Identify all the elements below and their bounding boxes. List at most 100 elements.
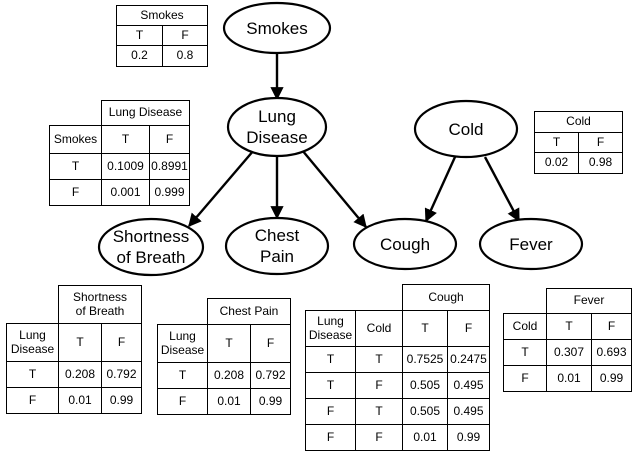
node-smokes[interactable]: Smokes: [222, 1, 332, 55]
node-label: Cough: [380, 235, 430, 254]
cpt-value: 0.999: [149, 179, 190, 206]
cpt-col-header: T: [402, 310, 448, 347]
cpt-shortness-of-breath: Shortness of Breath Lung Disease T F T 0…: [6, 285, 142, 414]
cpt-value: 0.495: [447, 398, 490, 425]
cpt-parent-value: T: [503, 339, 547, 366]
cpt-value: 0.208: [58, 361, 102, 388]
cpt-col-header: T: [546, 313, 592, 340]
cpt-parent-value: T: [49, 153, 102, 180]
cpt-parent-value: F: [305, 424, 356, 451]
node-chest-pain[interactable]: Chest Pain: [224, 216, 330, 276]
edge-cold-fever: [483, 156, 521, 223]
cpt-col-header: T: [207, 324, 251, 363]
cpt-header: Fever: [546, 288, 632, 314]
cpt-parent-header: Smokes: [49, 125, 102, 154]
node-cold[interactable]: Cold: [413, 99, 519, 159]
cpt-col-header: T: [534, 132, 579, 153]
cpt-col-header: F: [591, 313, 632, 340]
cpt-cold: Cold T F 0.02 0.98: [534, 111, 623, 174]
cpt-col-header: F: [578, 132, 623, 153]
cpt-header: Cough: [402, 284, 490, 311]
cpt-parent-value: T: [305, 346, 356, 373]
cpt-value: 0.001: [101, 179, 150, 206]
cpt-parent-header: Lung Disease: [6, 323, 59, 362]
node-label: Fever: [509, 235, 553, 254]
cpt-value: 0.01: [546, 365, 592, 392]
node-label: Pain: [260, 247, 294, 266]
cpt-header-line: of Breath: [75, 303, 125, 318]
node-label: Smokes: [246, 19, 307, 38]
cpt-parent-header: Lung Disease: [305, 310, 356, 347]
cpt-parent-value: T: [6, 361, 59, 388]
cpt-smokes: Smokes T F 0.2 0.8: [116, 5, 208, 67]
cpt-parent-value: F: [305, 398, 356, 425]
cpt-lung-disease: Lung Disease Smokes T F T 0.1009 0.8991 …: [49, 100, 190, 206]
cpt-cough: Cough Lung Disease Cold T F T T 0.7525 0…: [305, 284, 490, 451]
cpt-value: 0.792: [250, 362, 291, 389]
cpt-value: 0.1009: [101, 153, 150, 180]
cpt-parent-value: T: [355, 398, 403, 425]
cpt-col-header: T: [116, 25, 163, 46]
cpt-parent-value: F: [157, 388, 208, 415]
node-fever[interactable]: Fever: [478, 217, 584, 271]
cpt-parent-header: Cold: [503, 313, 547, 340]
cpt-header: Lung Disease: [101, 100, 190, 126]
cpt-value: 0.01: [402, 424, 448, 451]
node-shortness-of-breath[interactable]: Shortness of Breath: [97, 217, 205, 277]
cpt-value: 0.307: [546, 339, 592, 366]
cpt-value: 0.7525: [402, 346, 448, 373]
cpt-header-line: Shortness: [72, 289, 128, 304]
cpt-value: 0.792: [101, 361, 142, 388]
cpt-value: 0.98: [578, 152, 623, 174]
cpt-header: Smokes: [116, 5, 208, 26]
cpt-value: 0.01: [58, 387, 102, 414]
cpt-parent-line: Disease: [10, 341, 55, 356]
cpt-header: Shortness of Breath: [58, 285, 142, 324]
edge-lung-disease-cough: [301, 149, 367, 229]
cpt-parent-value: F: [503, 365, 547, 392]
node-label: Chest: [255, 226, 300, 245]
cpt-parent-line: Lung: [317, 313, 344, 328]
cpt-parent-line: Disease: [308, 327, 353, 342]
edge-lung-disease-shortness-of-breath: [188, 149, 255, 228]
node-label: Cold: [449, 120, 484, 139]
cpt-value: 0.2: [116, 45, 163, 67]
cpt-value: 0.02: [534, 152, 579, 174]
cpt-value: 0.505: [402, 398, 448, 425]
cpt-col-header: T: [58, 323, 102, 362]
cpt-fever: Fever Cold T F T 0.307 0.693 F 0.01 0.99: [503, 288, 632, 392]
node-cough[interactable]: Cough: [352, 217, 458, 271]
cpt-parent-header: Cold: [355, 310, 403, 347]
cpt-col-header: F: [447, 310, 490, 347]
cpt-parent-value: T: [355, 346, 403, 373]
node-label: of Breath: [117, 248, 186, 267]
node-lung-disease[interactable]: Lung Disease: [226, 96, 328, 158]
cpt-value: 0.208: [207, 362, 251, 389]
cpt-col-header: F: [162, 25, 208, 46]
cpt-value: 0.99: [591, 365, 632, 392]
cpt-parent-value: F: [355, 372, 403, 399]
cpt-header: Cold: [534, 111, 623, 133]
cpt-value: 0.8: [162, 45, 208, 67]
cpt-col-header: F: [149, 125, 190, 154]
cpt-value: 0.505: [402, 372, 448, 399]
cpt-header: Chest Pain: [207, 298, 291, 325]
cpt-parent-line: Disease: [160, 342, 205, 357]
cpt-value: 0.2475: [447, 346, 490, 373]
cpt-parent-value: T: [305, 372, 356, 399]
cpt-col-header: F: [101, 323, 142, 362]
cpt-parent-value: F: [49, 179, 102, 206]
cpt-value: 0.99: [250, 388, 291, 415]
node-label: Lung: [258, 107, 296, 126]
node-label: Shortness: [113, 227, 190, 246]
cpt-value: 0.99: [447, 424, 490, 451]
cpt-value: 0.01: [207, 388, 251, 415]
cpt-parent-value: F: [6, 387, 59, 414]
node-label: Disease: [246, 128, 307, 147]
cpt-value: 0.693: [591, 339, 632, 366]
cpt-parent-value: T: [157, 362, 208, 389]
cpt-chest-pain: Chest Pain Lung Disease T F T 0.208 0.79…: [157, 298, 291, 415]
cpt-value: 0.99: [101, 387, 142, 414]
cpt-col-header: T: [101, 125, 150, 154]
